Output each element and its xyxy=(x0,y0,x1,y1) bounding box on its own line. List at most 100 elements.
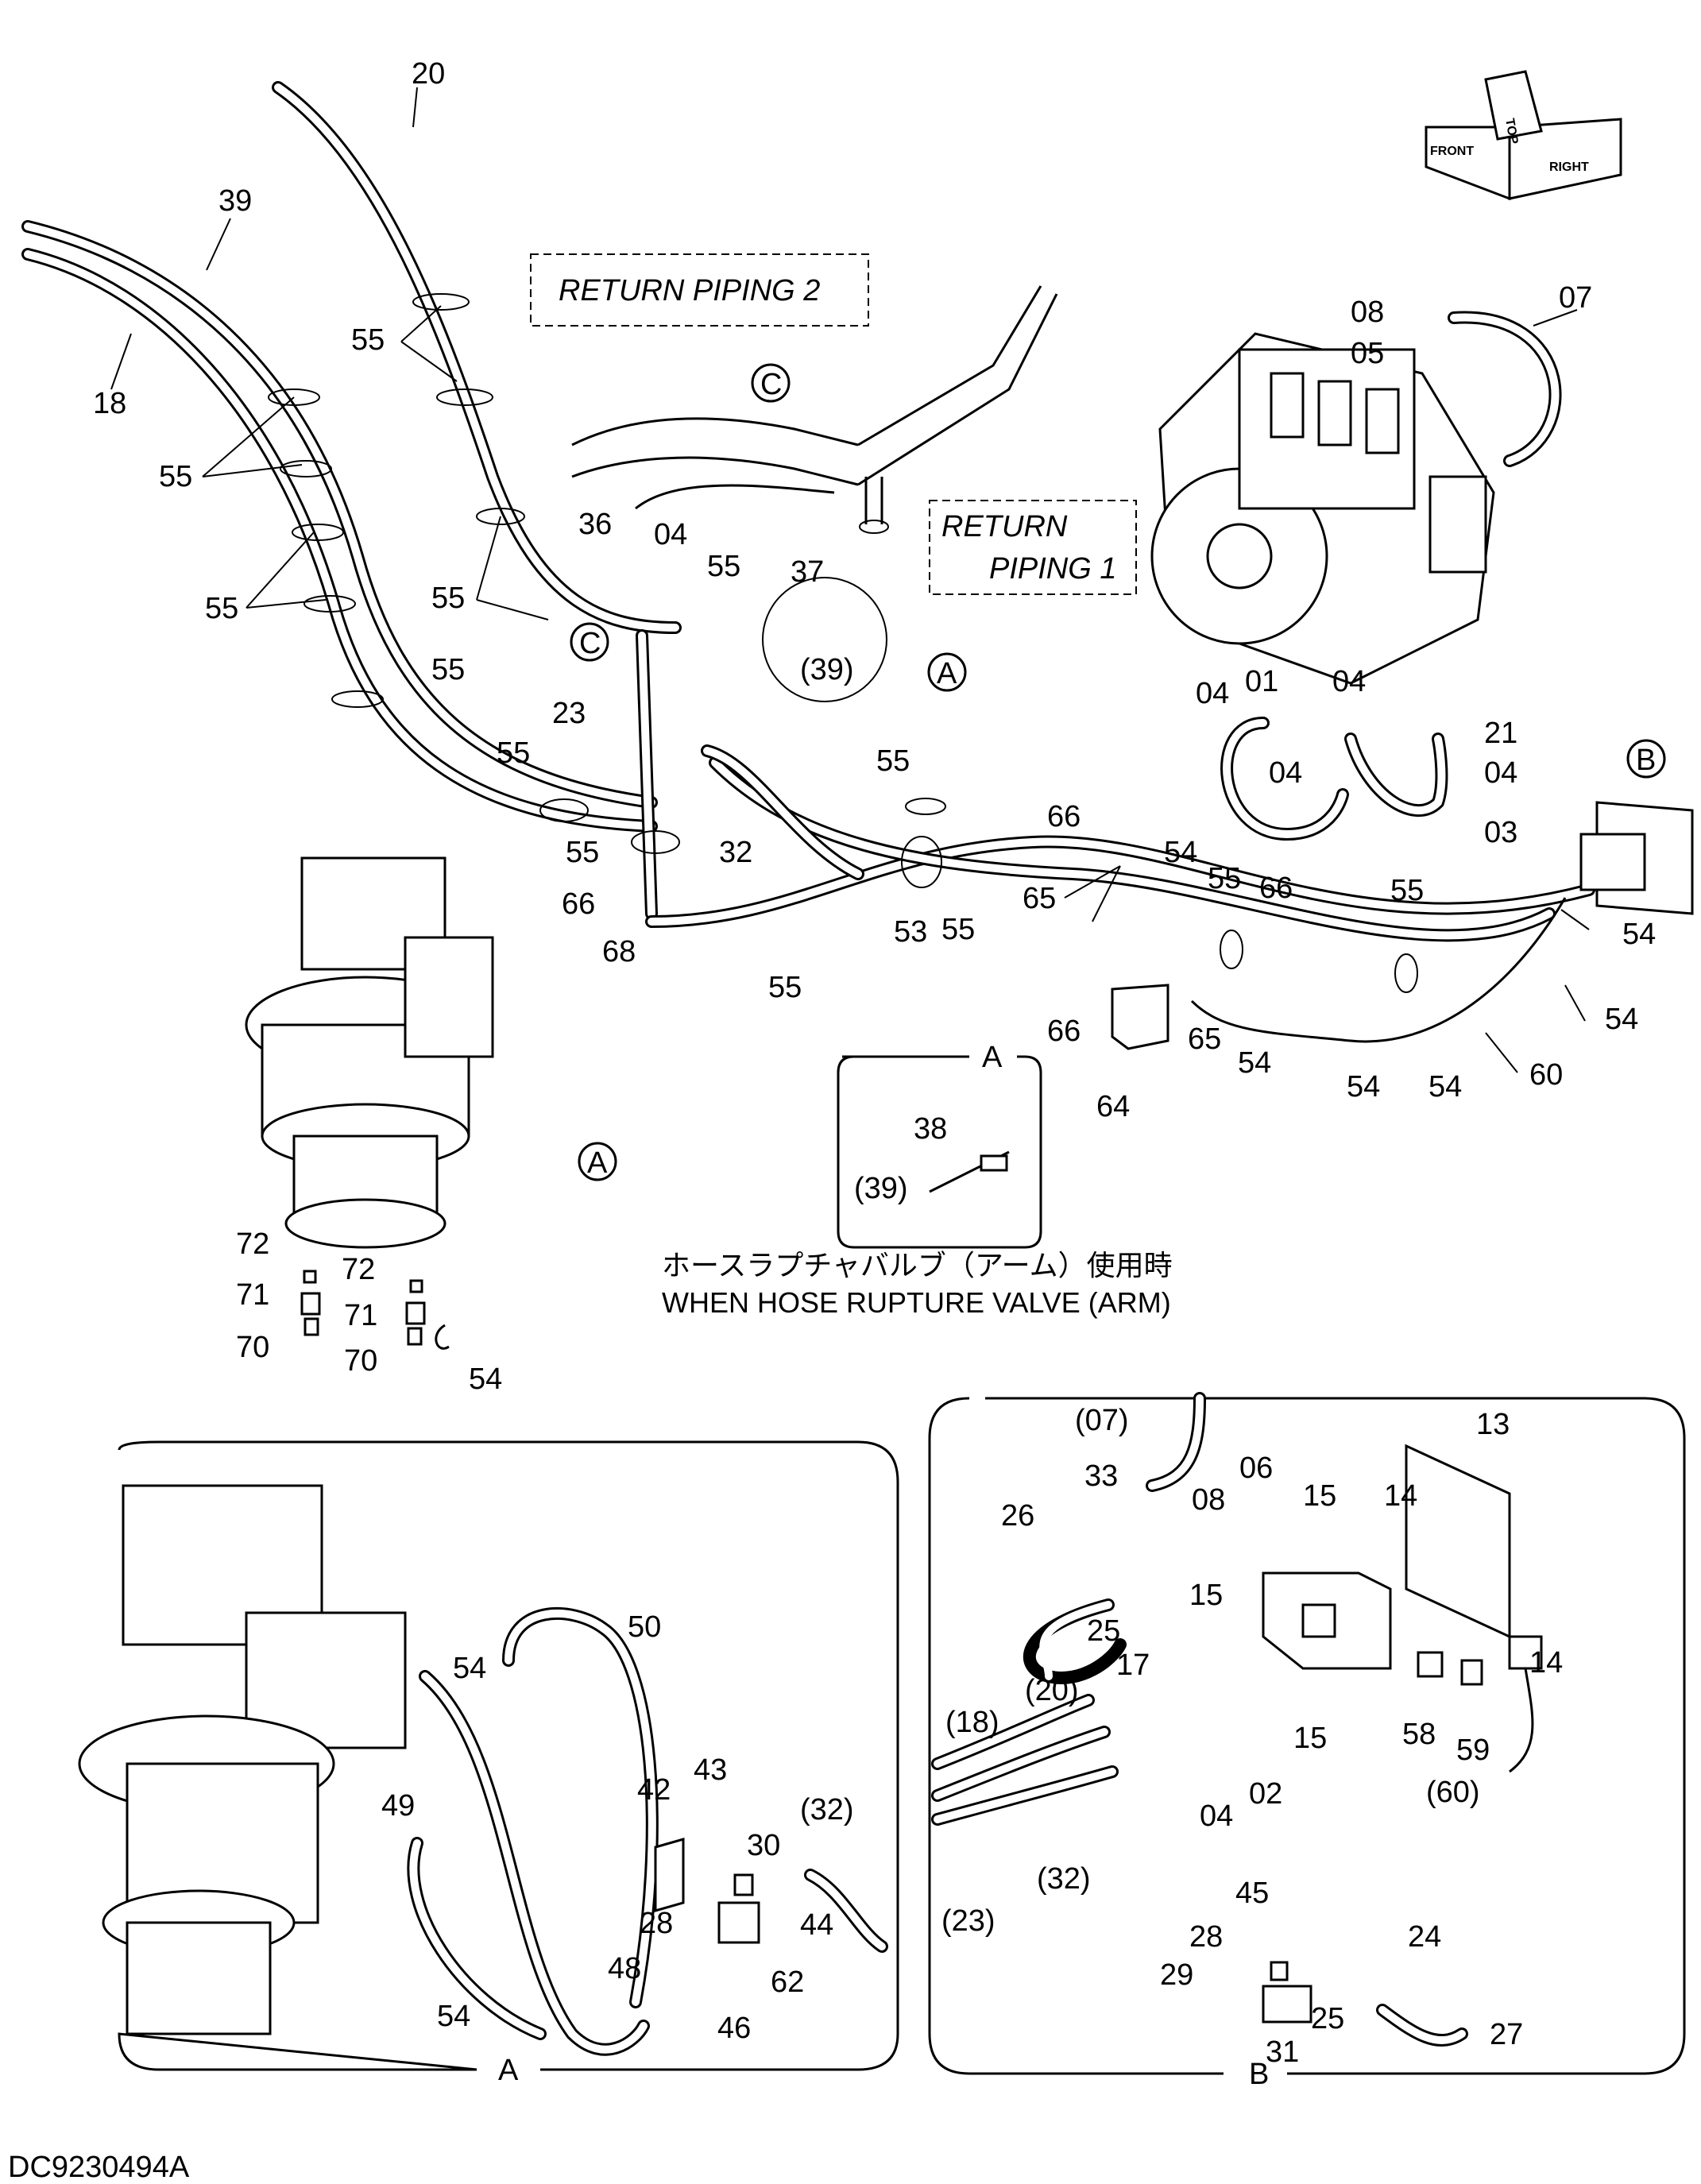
part-48: 48 xyxy=(608,1952,641,1985)
part-54: 54 xyxy=(437,2000,470,2033)
part-66: 66 xyxy=(1047,1015,1081,1048)
diagram-code: DC9230494A xyxy=(8,2151,190,2184)
part-02: 02 xyxy=(1249,1777,1282,1811)
part-66: 66 xyxy=(1259,872,1293,905)
part-55: 55 xyxy=(707,550,740,583)
part-65: 65 xyxy=(1188,1022,1221,1056)
part-04: 04 xyxy=(1269,756,1302,790)
part-54: 54 xyxy=(1347,1070,1380,1104)
part-28: 28 xyxy=(1189,1920,1223,1954)
compass-front: FRONT xyxy=(1430,145,1474,158)
part-06: 06 xyxy=(1239,1451,1273,1485)
part-55: 55 xyxy=(768,971,802,1004)
part-60: 60 xyxy=(1529,1058,1563,1092)
part-68: 68 xyxy=(602,935,636,968)
part-55: 55 xyxy=(566,836,599,869)
caption-en: WHEN HOSE RUPTURE VALVE (ARM) xyxy=(662,1286,1171,1319)
part-71: 71 xyxy=(236,1278,269,1312)
part-71: 71 xyxy=(344,1299,377,1332)
part-49: 49 xyxy=(381,1789,415,1823)
callout-circles: C C A A B xyxy=(570,363,1666,1181)
part-08: 08 xyxy=(1192,1483,1225,1517)
part-07-ref: (07) xyxy=(1075,1404,1129,1437)
part-62: 62 xyxy=(771,1966,804,1999)
engine-pump-assembly xyxy=(1150,332,1495,685)
part-28: 28 xyxy=(640,1907,673,1940)
part-45: 45 xyxy=(1235,1877,1269,1910)
part-70: 70 xyxy=(236,1331,269,1364)
part-15: 15 xyxy=(1303,1479,1336,1513)
part-72: 72 xyxy=(342,1253,375,1286)
part-33: 33 xyxy=(1084,1459,1118,1493)
part-55: 55 xyxy=(497,736,530,770)
part-04: 04 xyxy=(1196,677,1229,710)
part-36: 36 xyxy=(578,508,612,541)
part-53: 53 xyxy=(894,915,927,949)
detail-b-panel: B xyxy=(928,1392,1686,2091)
part-14: 14 xyxy=(1384,1479,1417,1513)
part-59: 59 xyxy=(1456,1734,1490,1767)
part-18: 18 xyxy=(93,387,126,420)
part-20: 20 xyxy=(412,57,445,91)
inset-a-title: A xyxy=(982,1041,1003,1074)
loose-parts xyxy=(300,1270,450,1350)
leader-lines xyxy=(110,87,1590,1073)
part-60-ref: (60) xyxy=(1426,1776,1480,1809)
part-37: 37 xyxy=(791,555,824,589)
part-70: 70 xyxy=(344,1344,377,1378)
return-piping-1-box xyxy=(929,500,1137,595)
part-32: 32 xyxy=(719,836,752,869)
part-21: 21 xyxy=(1484,717,1517,750)
part-04: 04 xyxy=(1484,756,1517,790)
part-13: 13 xyxy=(1476,1408,1510,1441)
detail-a-inset: A xyxy=(837,1041,1042,1249)
part-44: 44 xyxy=(800,1908,833,1942)
part-01: 01 xyxy=(1245,665,1278,698)
callout-b: B xyxy=(1636,744,1656,777)
part-66: 66 xyxy=(562,887,595,921)
part-65: 65 xyxy=(1023,882,1056,915)
part-66: 66 xyxy=(1047,800,1081,833)
return-piping-1-label-line1: RETURN xyxy=(941,510,1068,543)
part-64: 64 xyxy=(1096,1090,1130,1123)
part-14: 14 xyxy=(1529,1646,1563,1680)
compass-top: TOP xyxy=(1502,118,1520,145)
valve-b-assembly xyxy=(1579,801,1694,915)
part-number-labels: 20 39 18 55 55 55 55 55 55 55 55 55 55 5… xyxy=(93,57,1656,2069)
part-25: 25 xyxy=(1311,2002,1344,2035)
part-58: 58 xyxy=(1402,1718,1436,1751)
part-03: 03 xyxy=(1484,816,1517,849)
callout-a-right: A xyxy=(937,657,957,690)
part-55: 55 xyxy=(876,744,910,778)
part-54: 54 xyxy=(469,1363,502,1396)
part-31: 31 xyxy=(1266,2035,1299,2069)
part-05: 05 xyxy=(1351,337,1384,370)
part-55: 55 xyxy=(159,460,192,493)
part-32-ref: (32) xyxy=(800,1793,854,1826)
part-54: 54 xyxy=(1605,1003,1638,1036)
part-18-ref: (18) xyxy=(945,1706,999,1739)
part-39-ref: (39) xyxy=(854,1172,908,1205)
part-32-ref: (32) xyxy=(1037,1862,1091,1896)
orientation-compass: FRONT TOP RIGHT xyxy=(1425,70,1622,201)
part-50: 50 xyxy=(628,1610,661,1644)
part-04: 04 xyxy=(654,518,687,551)
part-24: 24 xyxy=(1408,1920,1441,1954)
part-55: 55 xyxy=(431,582,465,615)
part-29: 29 xyxy=(1160,1958,1193,1992)
part-39: 39 xyxy=(218,184,252,218)
part-42: 42 xyxy=(637,1773,671,1807)
part-55: 55 xyxy=(941,913,975,946)
part-55: 55 xyxy=(431,653,465,686)
part-54: 54 xyxy=(453,1652,486,1685)
part-72: 72 xyxy=(236,1227,269,1261)
panel-b-label: B xyxy=(1249,2058,1269,2091)
part-26: 26 xyxy=(1001,1499,1034,1533)
part-54: 54 xyxy=(1164,836,1197,869)
part-54: 54 xyxy=(1428,1070,1462,1104)
return-piping-2-box xyxy=(530,253,869,327)
callout-a-bottom: A xyxy=(587,1146,608,1180)
clamps xyxy=(268,293,1418,993)
part-23: 23 xyxy=(552,697,586,730)
